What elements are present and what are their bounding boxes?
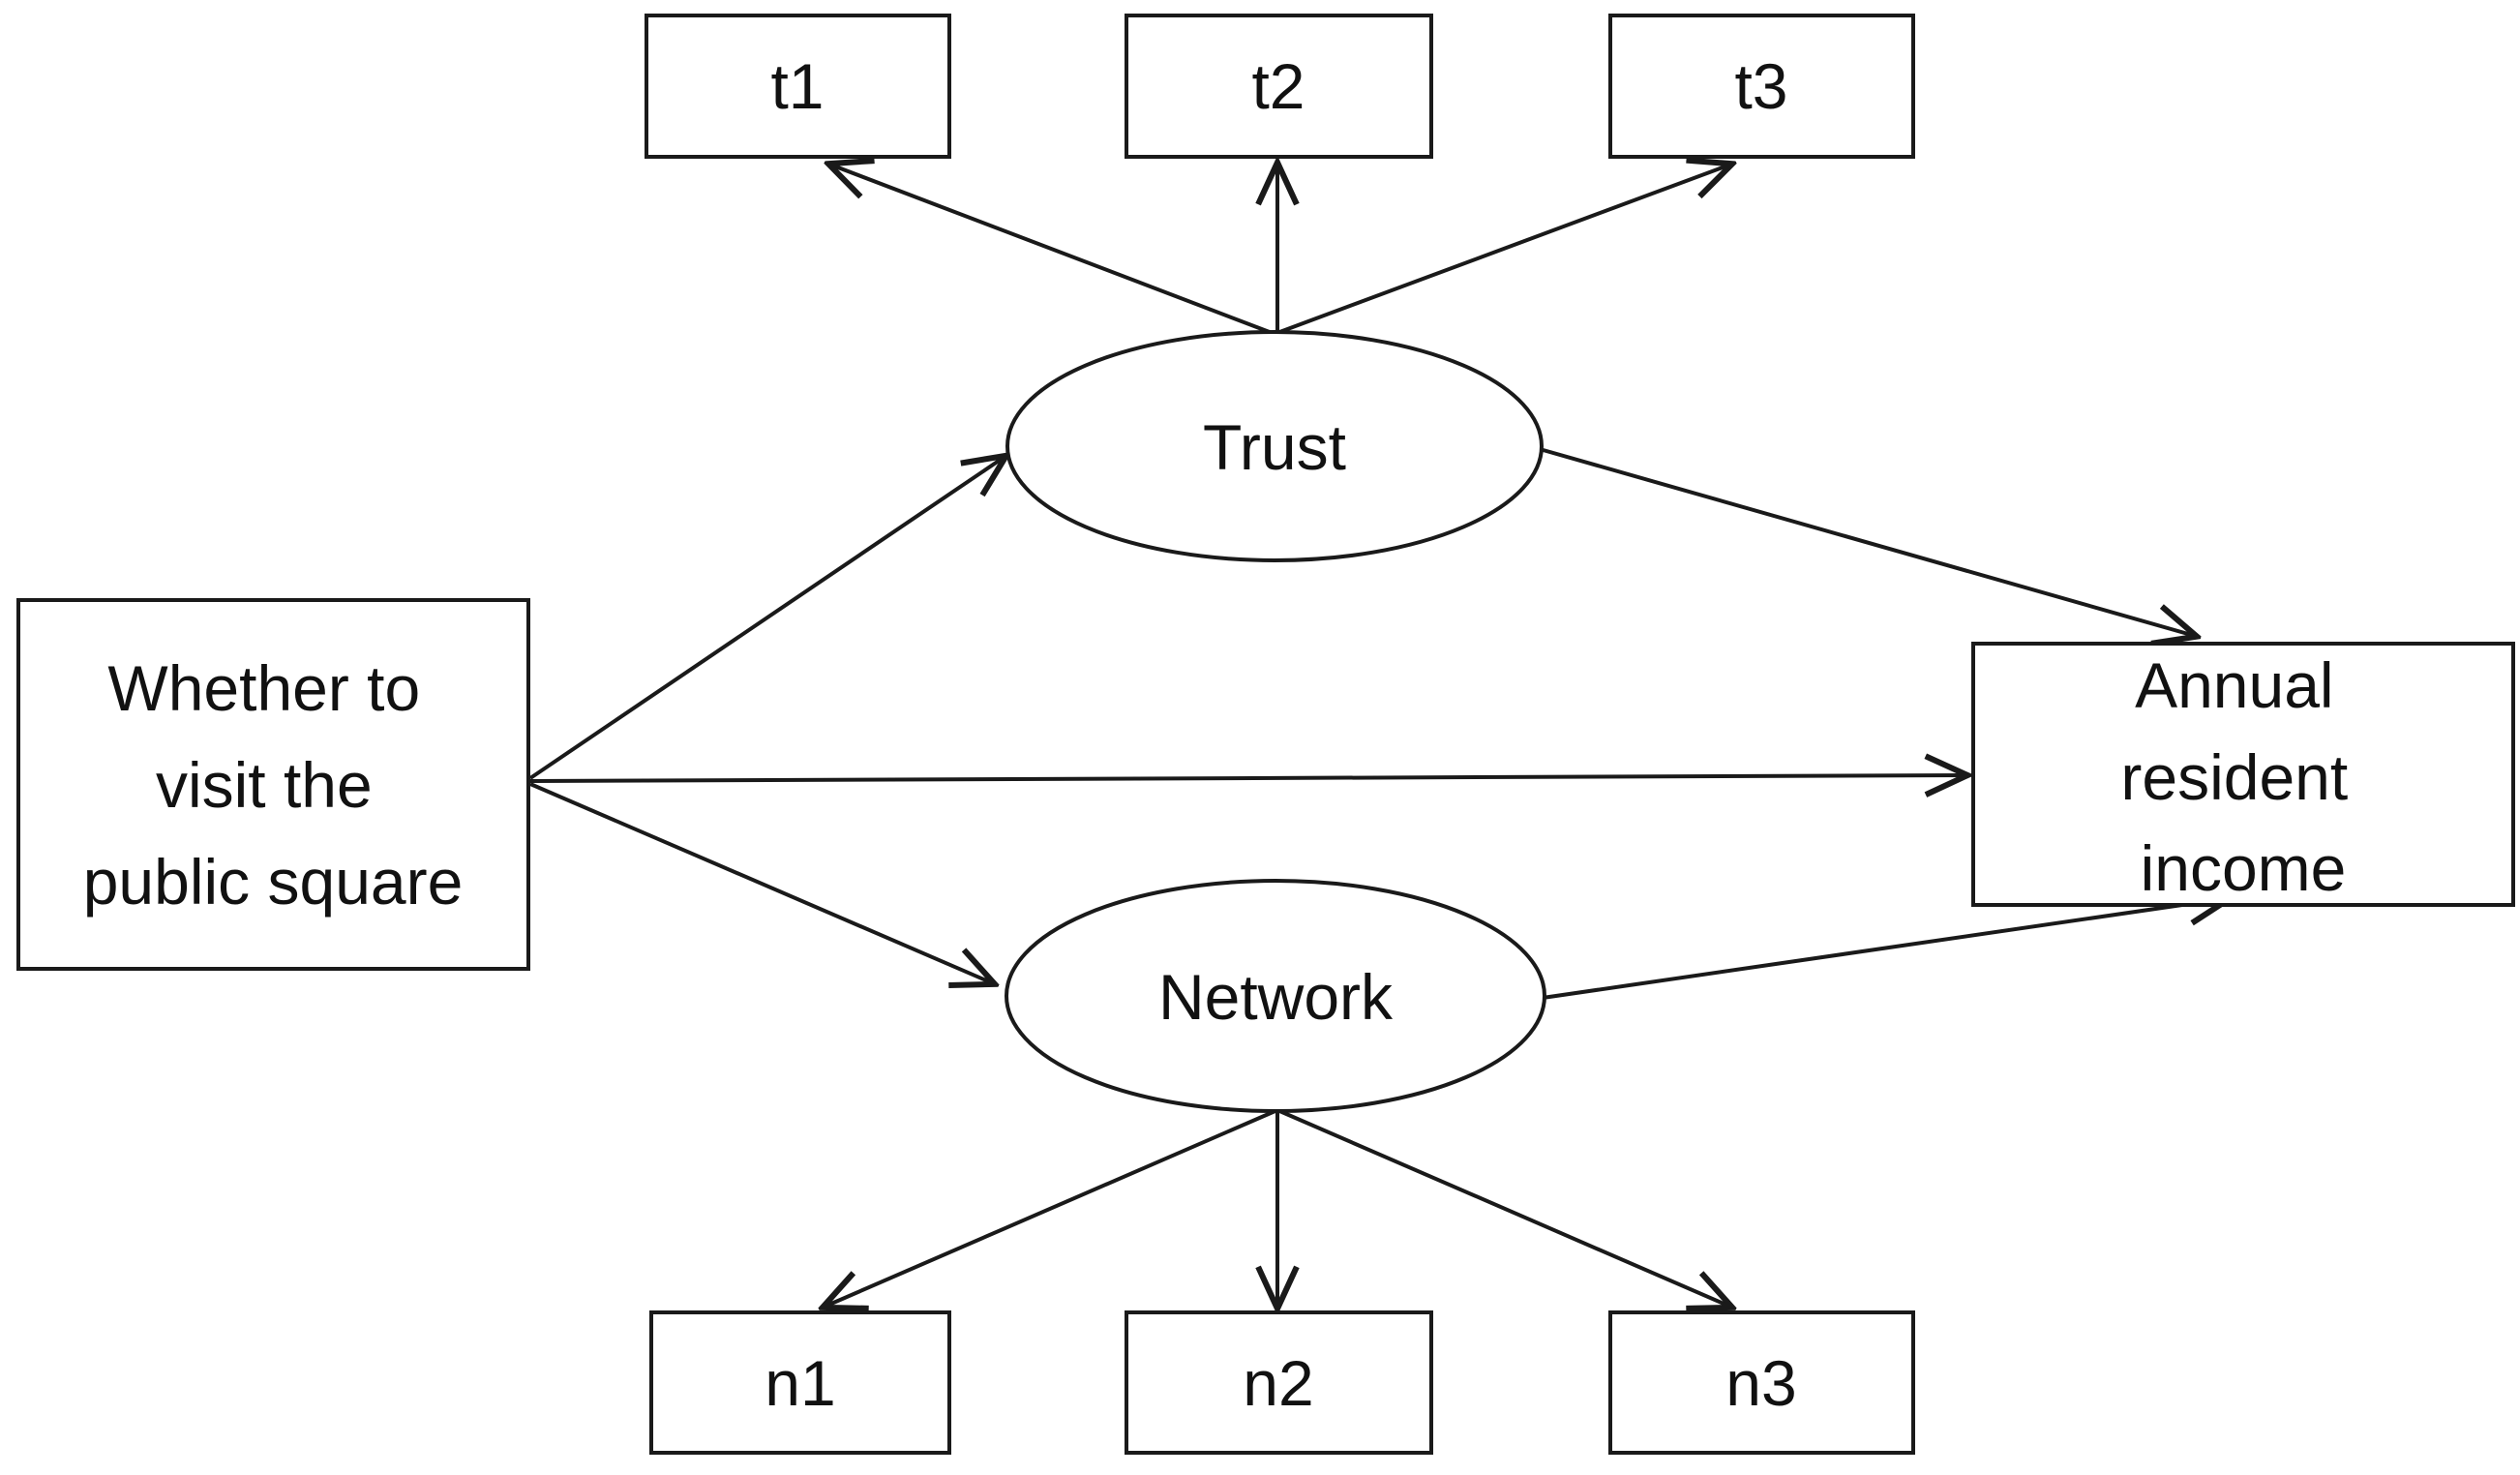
node-n3-box [1608, 1310, 1915, 1455]
node-income-line1: Annual [2135, 649, 2334, 721]
node-square: Whether to visit the public square [16, 598, 530, 971]
node-t1-label: t1 [770, 50, 824, 122]
node-trust-ellipse [1005, 330, 1544, 562]
node-square-line3: public square [83, 846, 464, 918]
node-income-line2: resident [2120, 741, 2348, 813]
node-n1-label: n1 [765, 1347, 835, 1419]
node-n3-label: n3 [1725, 1347, 1796, 1419]
node-network-label: Network [1158, 961, 1394, 1033]
node-square-label: Whether to visit the public square [83, 652, 464, 918]
node-n2-label: n2 [1243, 1347, 1313, 1419]
edge-square-income [529, 775, 1965, 781]
node-t2-label: t2 [1251, 50, 1305, 122]
node-t2-box [1125, 14, 1433, 159]
node-n2: n2 [1125, 1310, 1433, 1455]
node-n2-box [1125, 1310, 1433, 1455]
edge-square-trust [528, 457, 1005, 780]
edge-square-network [529, 782, 993, 983]
node-network-ellipse [1005, 879, 1546, 1113]
node-t3: t3 [1608, 14, 1915, 159]
edges [528, 165, 2229, 1307]
node-t2: t2 [1125, 14, 1433, 159]
edge-network-income [1542, 898, 2229, 1000]
node-t3-label: t3 [1734, 50, 1787, 122]
node-n3: n3 [1608, 1310, 1915, 1455]
node-square-line1: Whether to [107, 652, 420, 724]
node-square-box [16, 598, 530, 971]
node-t1-box [645, 14, 951, 159]
node-income: Annual resident income [1971, 642, 2515, 907]
node-income-box [1971, 642, 2515, 907]
edge-network-n1 [825, 1108, 1278, 1307]
node-square-line2: visit the [156, 749, 373, 821]
node-income-label: Annual resident income [2120, 649, 2365, 904]
edge-trust-t1 [830, 165, 1275, 336]
edge-network-n3 [1276, 1108, 1730, 1307]
node-trust: Trust [1005, 330, 1544, 562]
node-income-line3: income [2141, 832, 2347, 904]
node-network: Network [1005, 879, 1546, 1113]
edge-trust-income [1539, 447, 2195, 636]
node-t1: t1 [645, 14, 951, 159]
node-trust-label: Trust [1203, 411, 1346, 483]
edge-trust-t3 [1274, 165, 1730, 336]
node-t3-box [1608, 14, 1915, 159]
node-n1: n1 [649, 1310, 951, 1455]
node-n1-box [649, 1310, 951, 1455]
